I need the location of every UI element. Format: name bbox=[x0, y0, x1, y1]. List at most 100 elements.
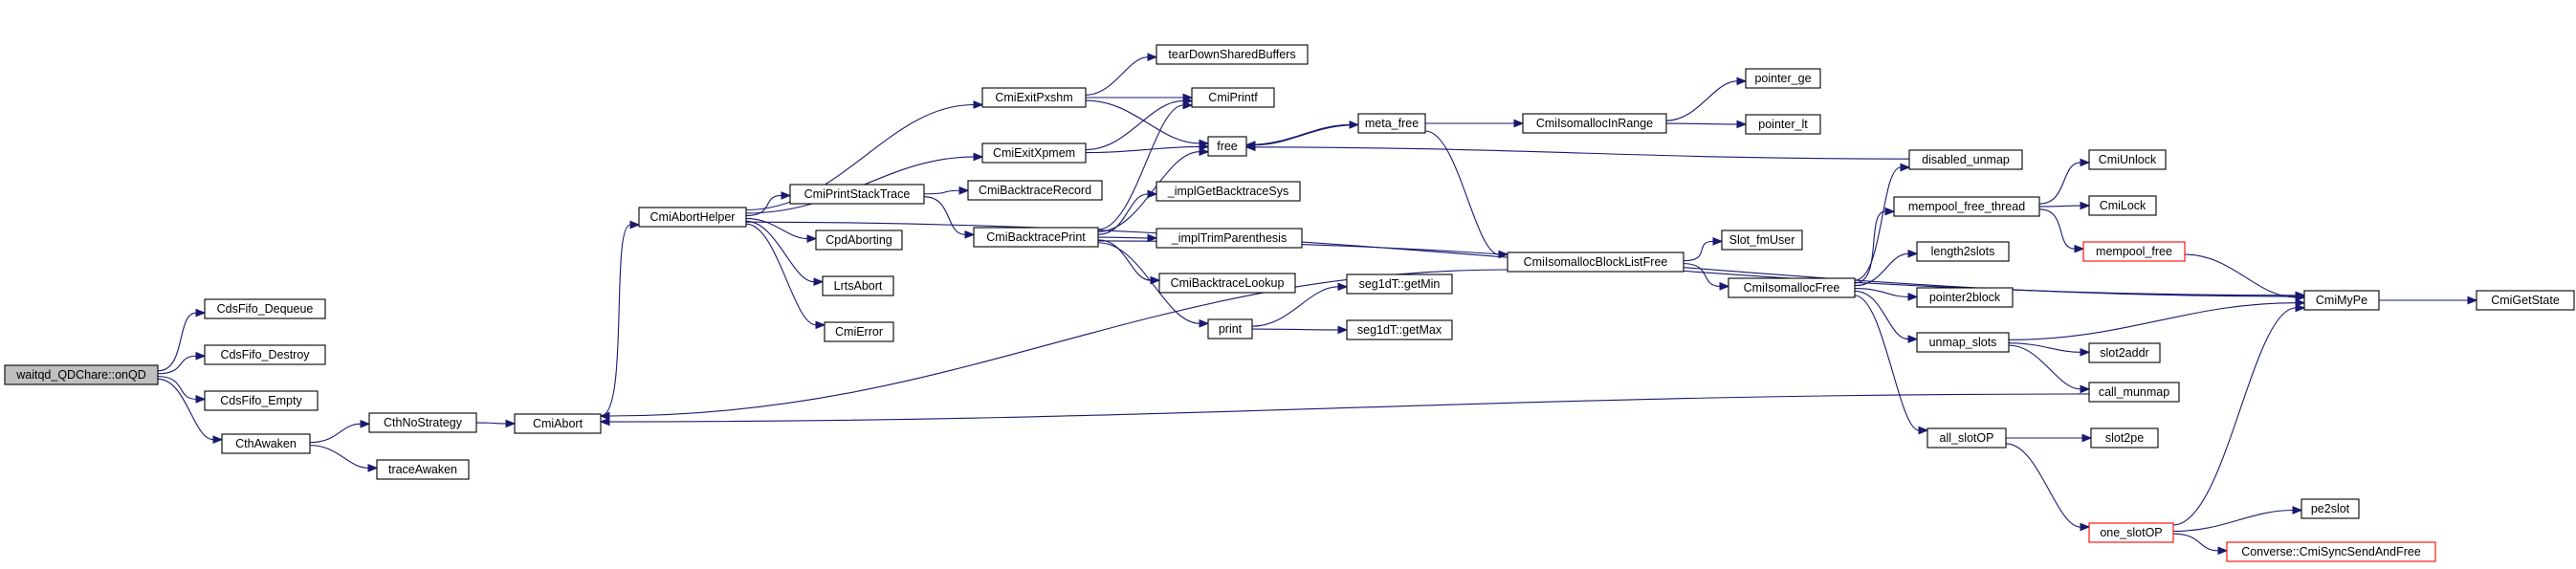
node-cah[interactable]: CmiAbortHelper bbox=[638, 207, 747, 228]
node-awk[interactable]: CthAwaken bbox=[221, 433, 311, 454]
arrowhead-icon bbox=[599, 411, 610, 421]
node-des[interactable]: CdsFifo_Destroy bbox=[204, 344, 326, 365]
node-emp[interactable]: CdsFifo_Empty bbox=[204, 390, 319, 411]
node-box bbox=[824, 321, 894, 342]
node-box bbox=[1721, 230, 1803, 251]
node-tds[interactable]: tearDownSharedBuffers bbox=[1156, 44, 1309, 65]
edge-line bbox=[1854, 252, 1909, 287]
node-box bbox=[368, 412, 477, 433]
arrowhead-icon bbox=[2080, 201, 2091, 210]
node-gmi[interactable]: seg1dT::getMin bbox=[1346, 274, 1453, 295]
node-deq[interactable]: CdsFifo_Dequeue bbox=[204, 298, 326, 319]
node-box bbox=[4, 364, 159, 385]
node-btl[interactable]: CmiBacktraceLookup bbox=[1158, 273, 1296, 294]
node-label: CthNoStrategy bbox=[384, 416, 463, 429]
edge-line bbox=[2172, 509, 2294, 533]
node-iir[interactable]: CmiIsomallocInRange bbox=[1522, 113, 1667, 134]
node-err[interactable]: CmiError bbox=[824, 321, 894, 342]
node-fre[interactable]: free bbox=[1207, 136, 1247, 157]
node-unl[interactable]: CmiUnlock bbox=[2088, 149, 2167, 170]
node-box bbox=[1357, 113, 1426, 134]
node-box bbox=[2088, 149, 2167, 170]
edge-line bbox=[157, 355, 197, 375]
arrowhead-icon bbox=[195, 395, 207, 404]
node-p2b[interactable]: pointer2block bbox=[1916, 287, 2014, 308]
node-uns[interactable]: unmap_slots bbox=[1916, 332, 2010, 353]
edge-line bbox=[1665, 122, 1738, 125]
arrowhead-icon bbox=[2217, 546, 2229, 556]
call-edge-isf-to-aso bbox=[1854, 295, 1929, 435]
node-label: unmap_slots bbox=[1929, 336, 1997, 349]
node-box bbox=[1916, 241, 2010, 262]
node-lrt[interactable]: LrtsAbort bbox=[822, 275, 894, 296]
node-dun[interactable]: disabled_unmap bbox=[1908, 149, 2023, 170]
call-edge-cah-to-err bbox=[745, 223, 826, 330]
edge-line bbox=[1854, 290, 1909, 340]
node-prn[interactable]: print bbox=[1207, 318, 1253, 339]
arrowhead-icon bbox=[2080, 158, 2091, 167]
node-blf[interactable]: CmiIsomallocBlockListFree bbox=[1507, 252, 1684, 273]
node-box bbox=[1207, 318, 1253, 339]
arrowhead-icon bbox=[195, 308, 207, 317]
node-p2s[interactable]: pe2slot bbox=[2301, 498, 2360, 519]
node-label: CmiLock bbox=[2100, 199, 2147, 212]
node-plt[interactable]: pointer_lt bbox=[1745, 114, 1821, 135]
node-label: Converse::CmiSyncSendAndFree bbox=[2241, 545, 2421, 558]
call-edge-exs-to-prf bbox=[1086, 93, 1194, 102]
node-s2p[interactable]: slot2pe bbox=[2090, 427, 2159, 449]
node-prf[interactable]: CmiPrintf bbox=[1191, 87, 1275, 108]
node-box bbox=[638, 207, 747, 228]
edge-line bbox=[1085, 145, 1200, 154]
node-root[interactable]: waitqd_QDChare::onQD bbox=[4, 364, 159, 385]
node-nos[interactable]: CthNoStrategy bbox=[368, 412, 477, 433]
node-igb[interactable]: _implGetBacktraceSys bbox=[1156, 181, 1301, 202]
node-cpa[interactable]: CpdAborting bbox=[815, 230, 903, 251]
node-aso[interactable]: all_slotOP bbox=[1926, 427, 2007, 449]
edge-line bbox=[1085, 56, 1149, 96]
node-label: waitqd_QDChare::onQD bbox=[15, 368, 145, 382]
arrowhead-icon bbox=[806, 234, 818, 243]
edge-line bbox=[1854, 288, 1909, 297]
node-s2a[interactable]: slot2addr bbox=[2088, 342, 2161, 363]
node-mfr[interactable]: meta_free bbox=[1357, 113, 1426, 134]
node-pge[interactable]: pointer_ge bbox=[1745, 68, 1821, 89]
node-mft[interactable]: mempool_free_thread bbox=[1893, 196, 2040, 217]
call-edge-iir-to-plt bbox=[1665, 120, 1748, 129]
call-edge-dun-to-fre bbox=[1244, 142, 1910, 160]
node-cmu[interactable]: call_munmap bbox=[2088, 382, 2180, 403]
node-box bbox=[1893, 196, 2040, 217]
node-label: CmiBacktraceLookup bbox=[1171, 276, 1285, 290]
node-oso[interactable]: one_slotOP bbox=[2088, 522, 2174, 543]
arrowhead-icon bbox=[1736, 77, 1748, 86]
node-cab[interactable]: CmiAbort bbox=[514, 413, 602, 434]
edge-line bbox=[1254, 123, 1359, 146]
edge-line bbox=[1097, 242, 1200, 324]
node-tra[interactable]: traceAwaken bbox=[376, 459, 470, 480]
call-edge-btp-to-prn bbox=[1097, 242, 1210, 328]
node-gma[interactable]: seg1dT::getMax bbox=[1346, 319, 1453, 340]
node-label: _implTrimParenthesis bbox=[1171, 231, 1287, 245]
call-edge-isf-to-mft bbox=[1854, 207, 1896, 284]
node-btr[interactable]: CmiBacktraceRecord bbox=[967, 180, 1103, 201]
edge-line bbox=[1097, 239, 1152, 281]
node-mpf[interactable]: mempool_free bbox=[2082, 241, 2186, 262]
arrowhead-icon bbox=[367, 464, 379, 472]
node-myp[interactable]: CmiMyPe bbox=[2303, 290, 2380, 311]
node-l2s[interactable]: length2slots bbox=[1916, 241, 2010, 262]
node-label: pointer2block bbox=[1929, 291, 2001, 304]
call-edge-pst-to-btp bbox=[923, 196, 976, 239]
node-btp[interactable]: CmiBacktracePrint bbox=[973, 227, 1099, 248]
node-exs[interactable]: CmiExitPxshm bbox=[981, 87, 1087, 108]
call-edge-cmu-to-cab bbox=[599, 393, 2090, 427]
node-isf[interactable]: CmiIsomallocFree bbox=[1728, 277, 1856, 298]
node-csf[interactable]: Converse::CmiSyncSendAndFree bbox=[2226, 541, 2436, 562]
node-gst[interactable]: CmiGetState bbox=[2476, 290, 2575, 311]
node-label: meta_free bbox=[1365, 117, 1419, 130]
node-exx[interactable]: CmiExitXpmem bbox=[981, 142, 1087, 164]
node-pst[interactable]: CmiPrintStackTrace bbox=[789, 184, 925, 205]
arrowhead-icon bbox=[1907, 293, 1919, 301]
node-itp[interactable]: _implTrimParenthesis bbox=[1156, 228, 1303, 249]
node-lck[interactable]: CmiLock bbox=[2088, 195, 2157, 216]
node-sfu[interactable]: Slot_fmUser bbox=[1721, 230, 1803, 251]
